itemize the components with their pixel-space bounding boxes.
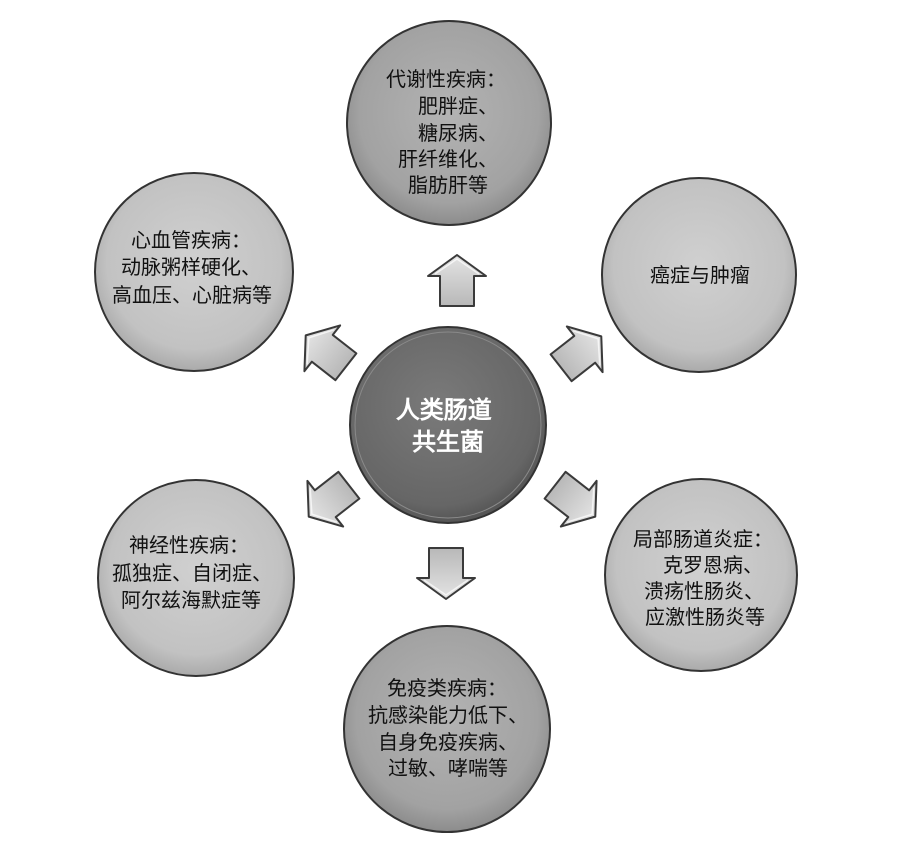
arrow-to-cardiovascular [303,324,358,382]
immune-line-3: 自身免疫疾病、 [378,730,518,754]
center-label-line-2: 共生菌 [412,428,484,456]
svg-text:局部肠道炎症： 克罗恩病、 溃疡性肠: 局部肠道炎症： 克罗恩病、 溃疡性肠炎、 应激性肠炎等 [633,527,779,629]
node-cancer: 癌症与肿瘤 [601,177,797,373]
svg-text:心血管疾病： 动脉粥样硬化、 高血压: 心血管疾病： 动脉粥样硬化、 高血压、心脏病等 [112,228,272,307]
metabolic-line-3: 糖尿病、 [418,121,498,145]
immune-line-4: 过敏、哮喘等 [388,756,508,780]
metabolic-line-1: 代谢性疾病： [386,67,506,91]
local-intestinal-line-1: 局部肠道炎症： [633,527,773,551]
cardiovascular-line-3: 高血压、心脏病等 [112,283,272,307]
neurological-line-1: 神经性疾病： [129,533,249,557]
svg-text:免疫类疾病： 抗感染能力低下、 自身: 免疫类疾病： 抗感染能力低下、 自身免疫疾病、 过敏、哮喘等 [368,676,534,780]
cancer-line-1: 癌症与肿瘤 [650,263,750,287]
arrow-to-local-intestinal [543,470,598,528]
svg-text:神经性疾病： 孤独症、自闭症、 阿尔: 神经性疾病： 孤独症、自闭症、 阿尔兹海默症等 [112,533,278,612]
metabolic-line-2: 肥胖症、 [418,94,498,118]
neurological-line-2: 孤独症、自闭症、 [112,561,272,585]
svg-text:代谢性疾病： 肥胖症、 糖尿病、: 代谢性疾病： 肥胖症、 糖尿病、 肝纤维化、 脂肪肝等 [386,67,512,197]
center-label-line-1: 人类肠道 [396,396,492,424]
svg-text:人类肠道 共生菌: 人类肠道 共生菌 [396,396,500,456]
node-metabolic-diseases: 代谢性疾病： 肥胖症、 糖尿病、 肝纤维化、 脂肪肝等 [346,20,552,226]
center-node: 人类肠道 共生菌 [349,326,547,524]
cardiovascular-line-1: 心血管疾病： [131,228,251,252]
local-intestinal-line-4: 应激性肠炎等 [645,605,765,629]
arrow-to-cancer [549,325,604,383]
svg-text:癌症与肿瘤: 癌症与肿瘤 [650,263,750,287]
neurological-line-3: 阿尔兹海默症等 [121,588,261,612]
immune-line-1: 免疫类疾病： [387,676,507,700]
node-neurological-diseases: 神经性疾病： 孤独症、自闭症、 阿尔兹海默症等 [97,479,295,677]
local-intestinal-line-2: 克罗恩病、 [663,553,763,577]
node-cardiovascular-diseases: 心血管疾病： 动脉粥样硬化、 高血压、心脏病等 [94,172,294,372]
immune-line-2: 抗感染能力低下、 [368,703,528,727]
arrow-to-immune [416,547,476,600]
node-immune-diseases: 免疫类疾病： 抗感染能力低下、 自身免疫疾病、 过敏、哮喘等 [343,625,551,833]
arrow-to-neurological [306,470,361,528]
arrow-to-metabolic [427,254,487,307]
metabolic-line-5: 脂肪肝等 [408,173,488,197]
local-intestinal-line-3: 溃疡性肠炎、 [644,579,764,603]
cardiovascular-line-2: 动脉粥样硬化、 [121,255,261,279]
node-local-intestinal-inflammation: 局部肠道炎症： 克罗恩病、 溃疡性肠炎、 应激性肠炎等 [604,478,798,672]
metabolic-line-4: 肝纤维化、 [398,147,498,171]
